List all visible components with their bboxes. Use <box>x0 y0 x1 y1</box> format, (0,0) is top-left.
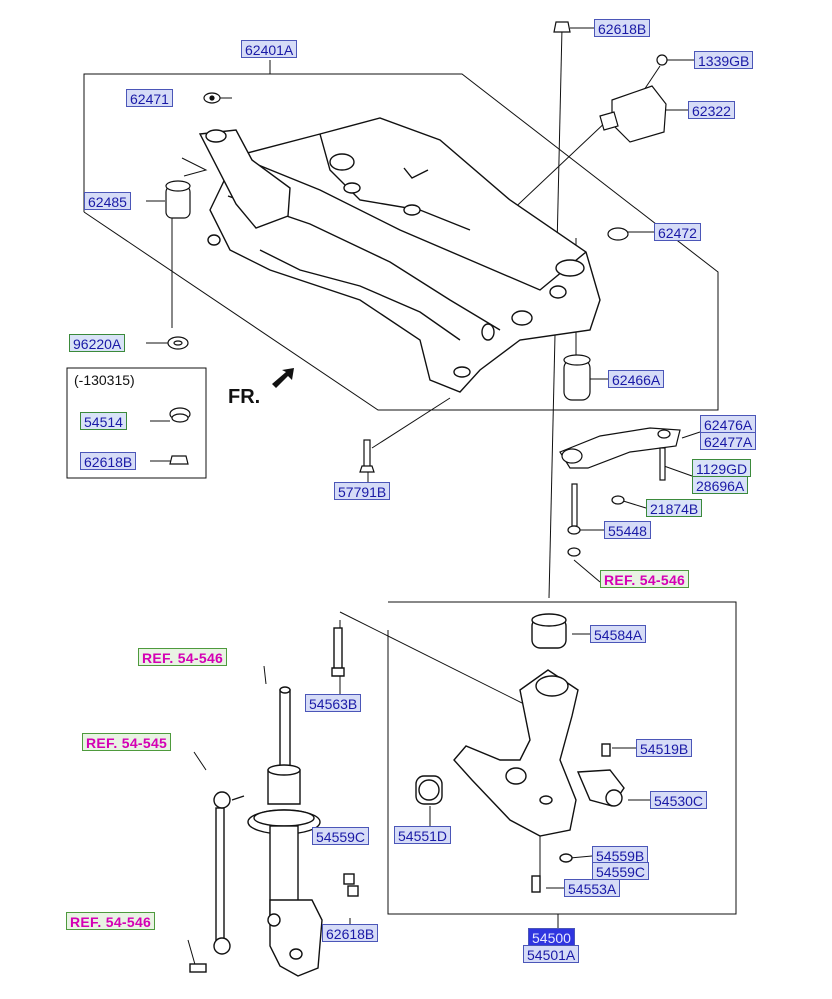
ref-54-545-link[interactable]: REF. 54-545 <box>82 733 172 751</box>
nut-62618B-inset <box>169 455 189 465</box>
label-54530C[interactable]: 54530C <box>650 791 708 809</box>
label-62477A[interactable]: 62477A <box>700 432 757 450</box>
label-62618B-inset[interactable]: 62618B <box>80 452 137 470</box>
label-54519B[interactable]: 54519B <box>636 739 693 757</box>
label-54584A[interactable]: 54584A <box>590 625 647 643</box>
label-54514[interactable]: 54514 <box>80 412 127 430</box>
label-54553A[interactable]: 54553A <box>564 879 621 897</box>
label-55448[interactable]: 55448 <box>604 521 651 539</box>
label-1339GB[interactable]: 1339GB <box>694 51 754 69</box>
inset-box <box>66 367 207 479</box>
label-62485[interactable]: 62485 <box>84 192 131 210</box>
label-54559C-arm[interactable]: 54559C <box>592 862 650 880</box>
label-62618B-strut[interactable]: 62618B <box>322 924 379 942</box>
subframe <box>198 117 601 393</box>
label-62618B-top[interactable]: 62618B <box>594 19 651 37</box>
ref-54-546-bottom[interactable]: REF. 54-546 <box>66 912 156 930</box>
label-62322[interactable]: 62322 <box>688 101 735 119</box>
bracket-62476A <box>559 427 681 469</box>
label-62466A[interactable]: 62466A <box>608 370 665 388</box>
direction-fr: FR. <box>228 386 261 408</box>
inset-note: (-130315) <box>74 372 135 388</box>
label-1129GD[interactable]: 1129GD <box>692 459 752 477</box>
label-54551D[interactable]: 54551D <box>394 826 452 844</box>
lower-arm <box>331 613 625 893</box>
label-62401A[interactable]: 62401A <box>241 40 298 58</box>
label-21874B[interactable]: 21874B <box>646 499 703 517</box>
bushing-62466A <box>563 359 591 401</box>
label-62472[interactable]: 62472 <box>654 223 701 241</box>
label-62471[interactable]: 62471 <box>126 89 173 107</box>
ref-54-546-right[interactable]: REF. 54-546 <box>600 570 690 588</box>
label-54559C-strut[interactable]: 54559C <box>312 827 370 845</box>
label-96220A[interactable]: 96220A <box>69 334 126 352</box>
nut-62618B-top <box>553 21 571 33</box>
label-28696A[interactable]: 28696A <box>692 476 749 494</box>
lower-arm-box <box>387 601 737 915</box>
label-54501A[interactable]: 54501A <box>523 945 580 963</box>
strut <box>189 686 359 977</box>
ref-54-546-strut-top[interactable]: REF. 54-546 <box>138 648 228 666</box>
bracket-62322 <box>611 85 667 143</box>
direction-arrow-icon <box>272 368 294 388</box>
label-62476A[interactable]: 62476A <box>700 415 757 433</box>
label-57791B[interactable]: 57791B <box>334 482 391 500</box>
label-54563B[interactable]: 54563B <box>305 694 362 712</box>
stabilizer-link <box>215 807 225 949</box>
label-54500[interactable]: 54500 <box>528 928 575 946</box>
bolt-1339GB <box>656 54 668 66</box>
washer-62472 <box>607 227 629 241</box>
subframe-outline <box>83 73 719 411</box>
